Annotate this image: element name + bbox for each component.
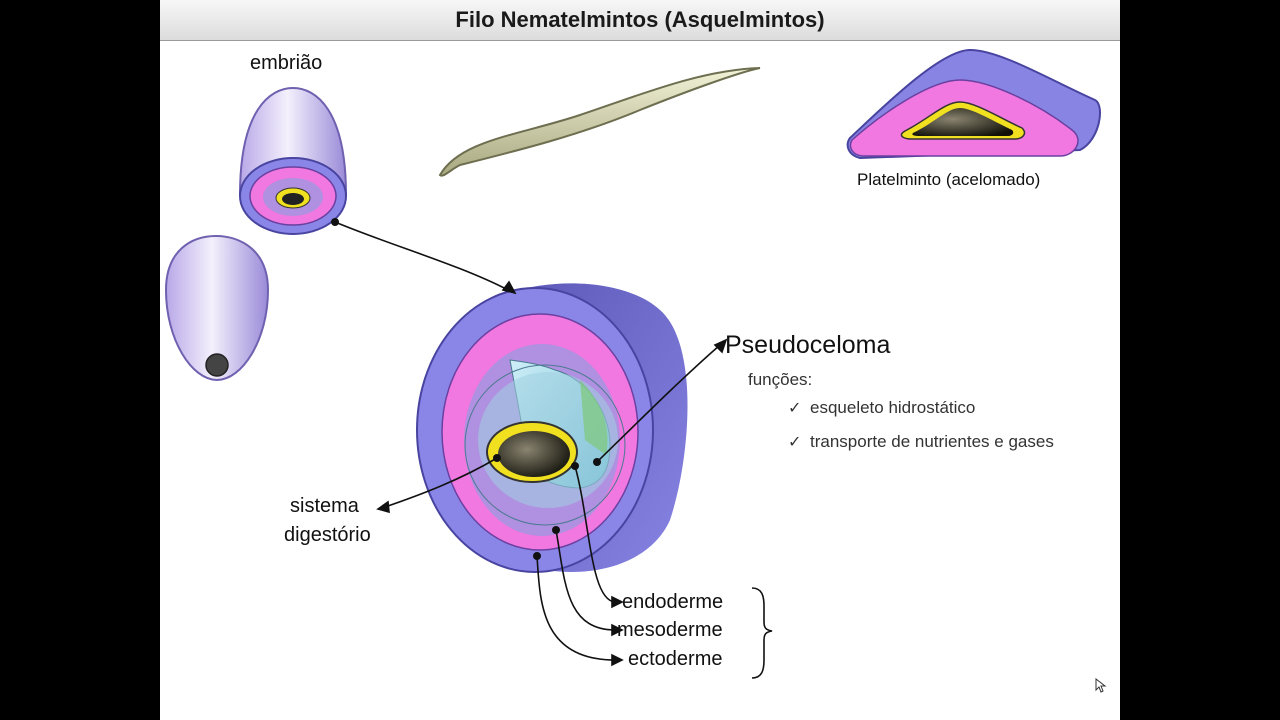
endoderm-label: endoderme xyxy=(622,591,724,613)
pseudocoelom-label: Pseudoceloma xyxy=(725,331,891,359)
flatworm-cross-section xyxy=(846,48,1101,160)
check-icon: ✓ xyxy=(788,400,802,417)
triblastic-brace xyxy=(751,587,773,679)
function-text: transporte de nutrientes e gases xyxy=(810,432,1054,451)
nematode-worm xyxy=(438,67,761,177)
title-bar: Filo Nematelmintos (Asquelmintos) xyxy=(160,0,1120,41)
cursor-icon xyxy=(1095,678,1107,693)
embryo-cross-section xyxy=(238,86,348,235)
embryo-whole xyxy=(164,234,270,382)
function-item: ✓ transporte de nutrientes e gases xyxy=(788,432,1054,452)
illustration xyxy=(164,48,1101,679)
digestive-label-line2: digestório xyxy=(284,524,371,546)
nematode-cross-section xyxy=(416,283,688,573)
function-text: esqueleto hidrostático xyxy=(810,398,976,417)
connector-arrows xyxy=(334,221,773,679)
digestive-label-line1: sistema xyxy=(290,495,359,517)
function-item: ✓ esqueleto hidrostático xyxy=(788,398,975,418)
ectoderm-label: ectoderme xyxy=(628,648,723,670)
flatworm-label: Platelminto (acelomado) xyxy=(857,170,1041,189)
mesoderm-label: mesoderme xyxy=(617,619,723,641)
embryo-label: embrião xyxy=(250,52,323,74)
check-icon: ✓ xyxy=(788,434,802,451)
functions-label: funções: xyxy=(748,370,813,389)
slide-title: Filo Nematelmintos (Asquelmintos) xyxy=(455,7,825,32)
slide: Filo Nematelmintos (Asquelmintos) xyxy=(160,0,1120,720)
